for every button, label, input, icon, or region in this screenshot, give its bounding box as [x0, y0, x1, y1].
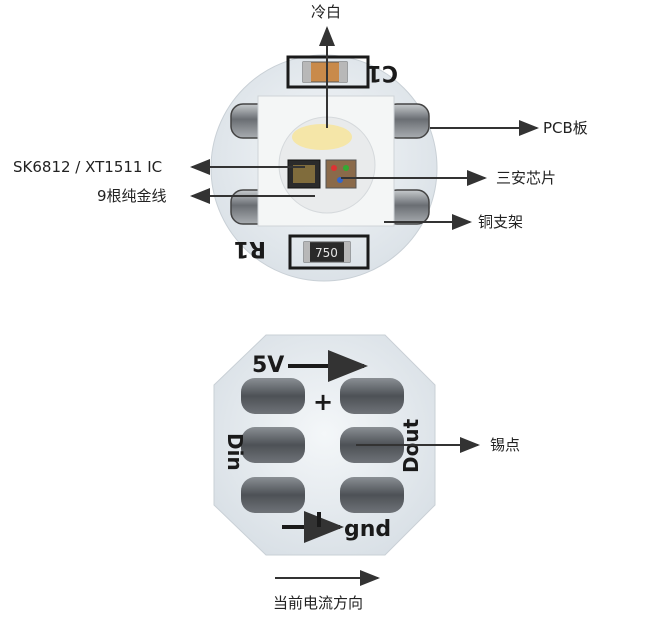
- label-copper-frame: 铜支架: [478, 213, 524, 231]
- label-solder-point: 锡点: [490, 436, 521, 454]
- label-pcb-board: PCB板: [543, 119, 588, 137]
- silk-gnd: gnd: [344, 517, 391, 542]
- silk-res-value: 750: [315, 246, 338, 260]
- silk-plus: +: [313, 388, 333, 416]
- label-current-direction: 当前电流方向: [273, 594, 364, 612]
- pad-top-left: [241, 378, 305, 414]
- pad-bot-right: [340, 477, 404, 513]
- label-three-chips: 三安芯片: [496, 169, 557, 187]
- label-gold-wires: 9根纯金线: [97, 187, 167, 205]
- silk-5v: 5V: [252, 353, 284, 378]
- label-ic-model: SK6812 / XT1511 IC: [13, 158, 163, 176]
- pad-mid-left: [241, 427, 305, 463]
- led-module-back: 5V + Din Dout gnd: [213, 334, 480, 586]
- silk-res-ref: R1: [234, 236, 266, 261]
- silk-cap: C1: [367, 60, 398, 85]
- led-chips: [325, 159, 357, 189]
- pad-top-right: [340, 378, 404, 414]
- pad-bot-left: [241, 477, 305, 513]
- led-module-front: C1 750 R1: [190, 26, 539, 282]
- cold-white-phosphor: [292, 124, 352, 150]
- res-outline: [288, 234, 370, 270]
- silk-din: Din: [223, 433, 247, 471]
- label-cold-white: 冷白: [311, 3, 342, 21]
